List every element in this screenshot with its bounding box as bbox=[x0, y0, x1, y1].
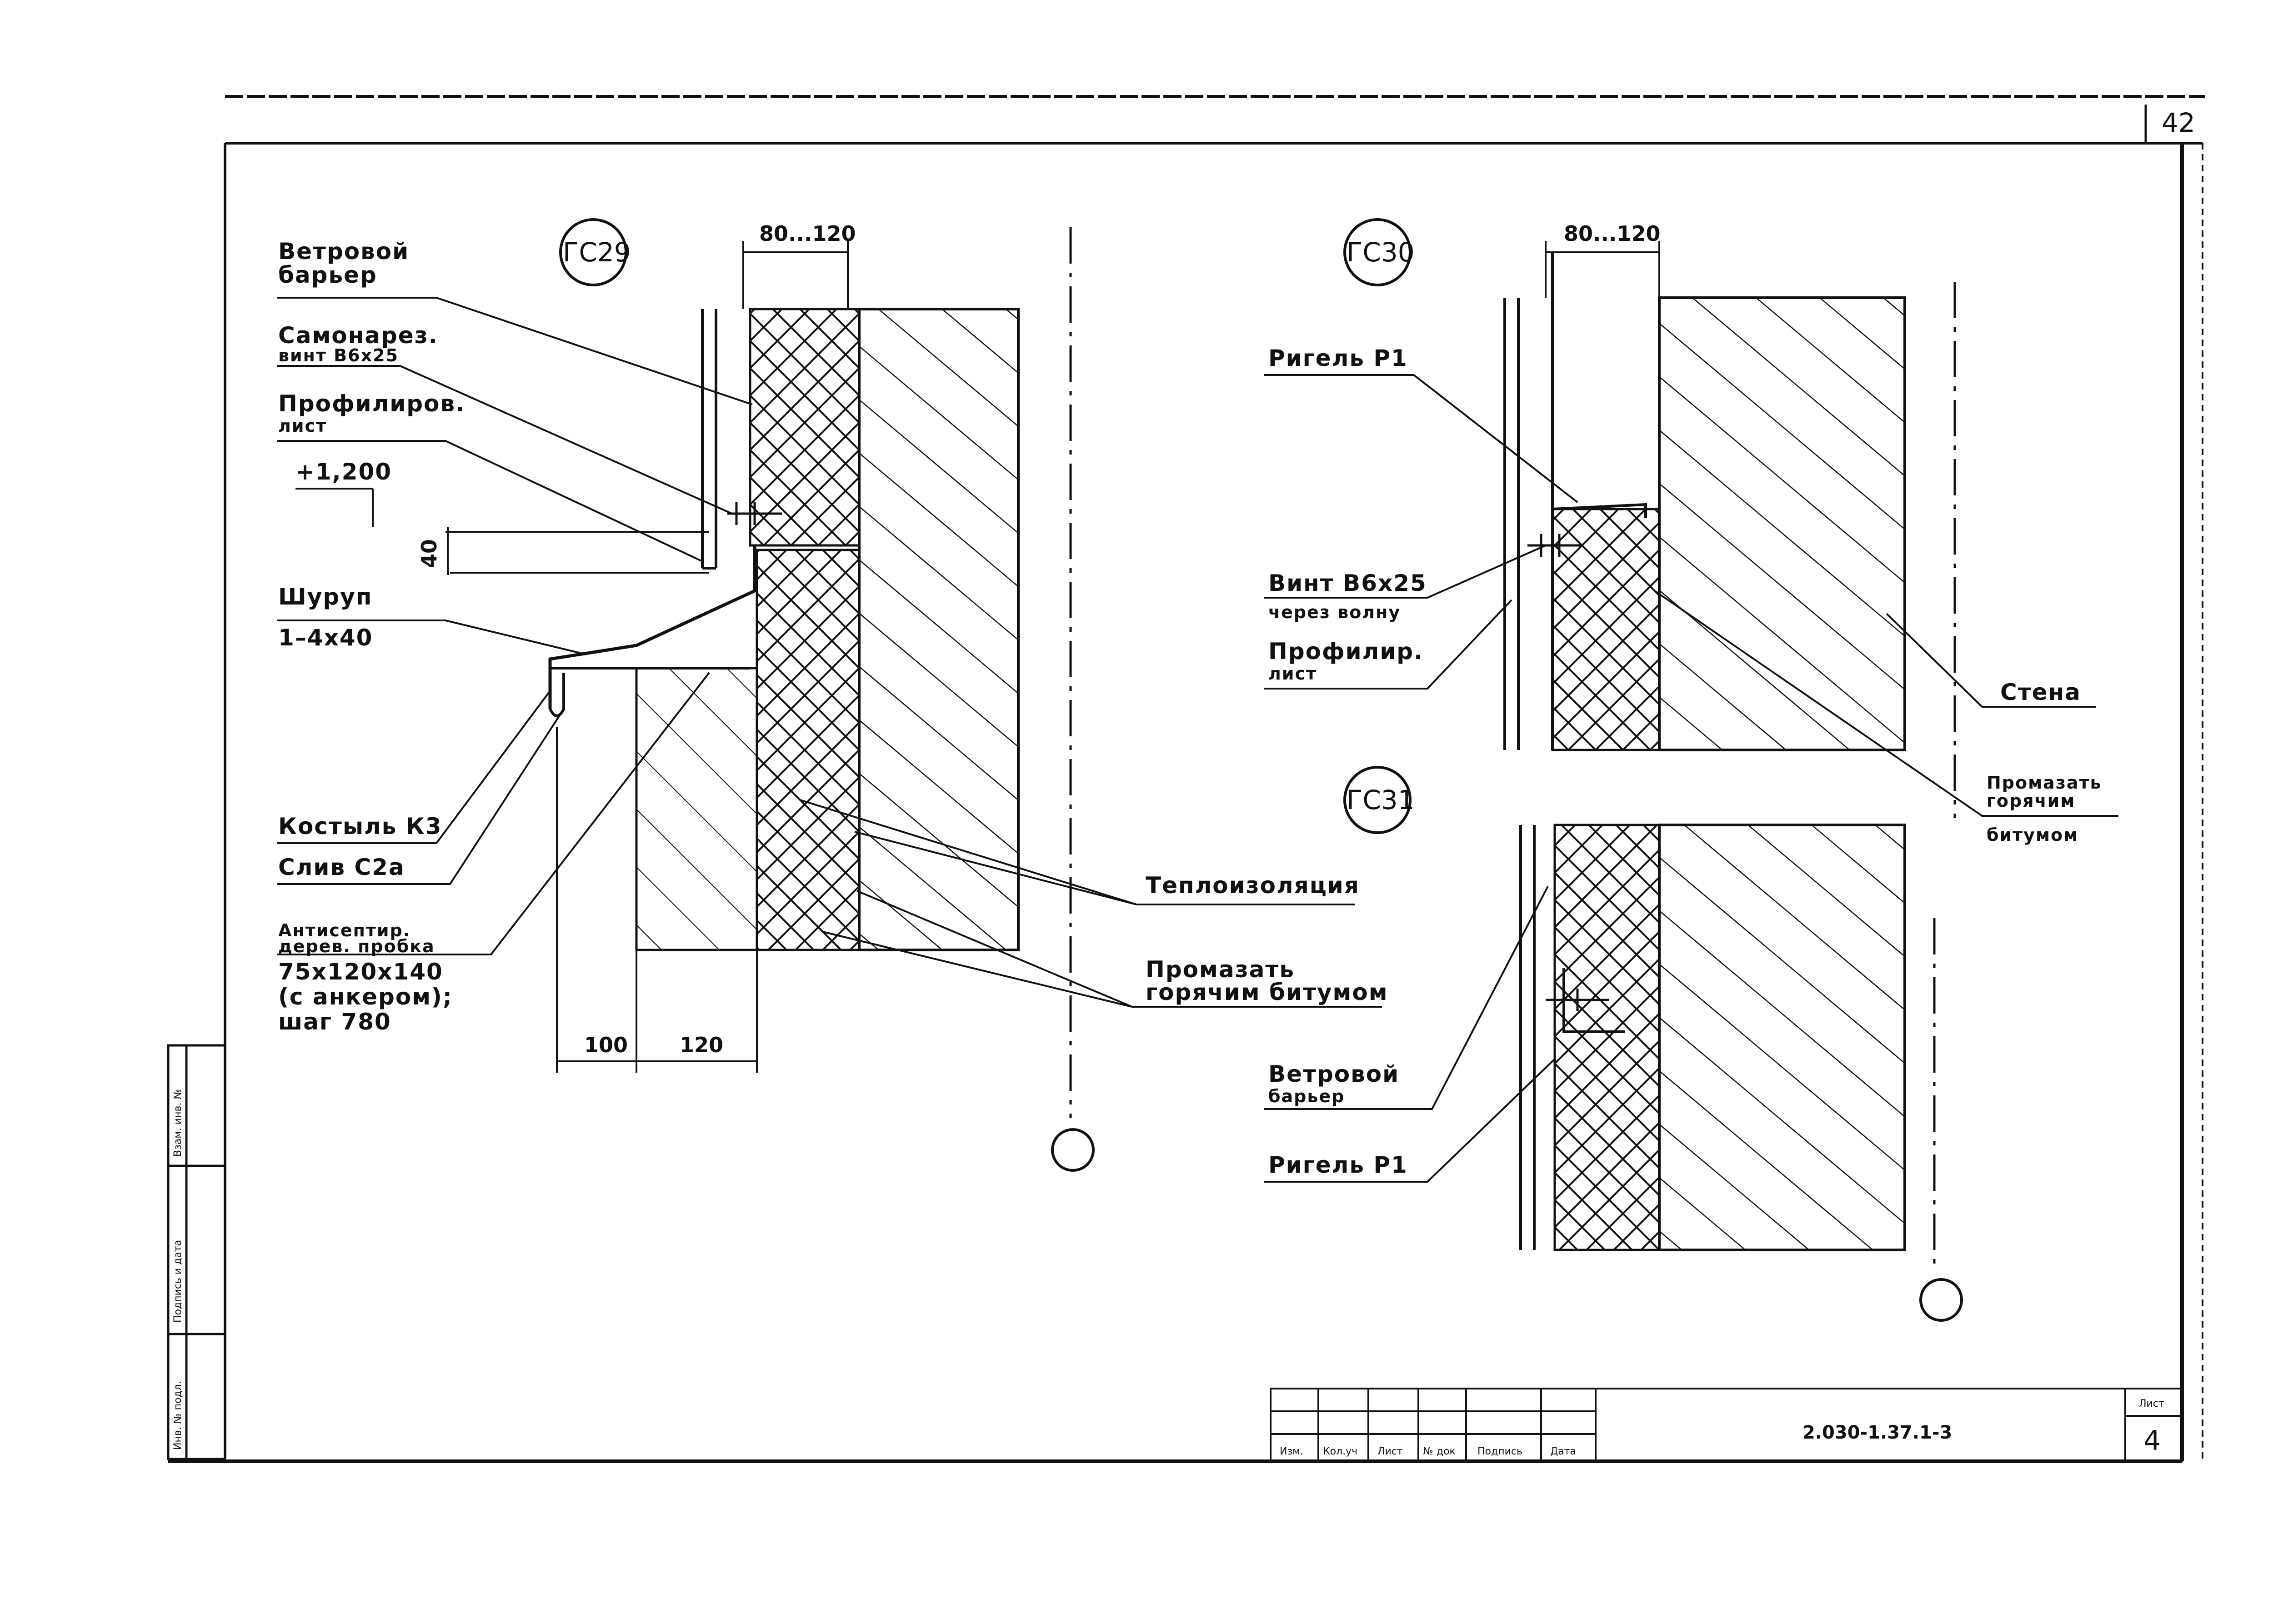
gc30-wall-label: Стена bbox=[2000, 679, 2081, 705]
gc29-profiled-1: Профилиров. bbox=[278, 390, 465, 417]
gc29-plug-1: Антисептир. bbox=[278, 920, 411, 940]
gc29-plug-2: дерев. пробка bbox=[278, 936, 435, 956]
gc29-screw-1: Самонарез. bbox=[278, 322, 438, 349]
gc29-level: +1,200 bbox=[295, 459, 392, 485]
gc29-tag: ГС29 bbox=[563, 237, 631, 268]
gc30-dim-top: 80...120 bbox=[1564, 221, 1660, 246]
gc29-kostyl: Костыль К3 bbox=[278, 813, 442, 839]
gc31-leaders bbox=[1264, 886, 1556, 1183]
gc29-plug-5: шаг 780 bbox=[278, 1009, 391, 1035]
gc30-tag-circle bbox=[1343, 218, 1412, 286]
title-col-2: Кол.уч bbox=[1323, 1446, 1357, 1457]
gc29-bitumen-2: горячим битумом bbox=[1146, 979, 1388, 1005]
gc29-shurup-2: 1–4х40 bbox=[278, 625, 373, 651]
gc30-rigel bbox=[1551, 508, 1661, 751]
gc29-insulation: Теплоизоляция bbox=[1146, 872, 1360, 899]
side-stamp-sign: Подпись и дата bbox=[172, 1240, 184, 1323]
detail-gc31: ГС31 Ветровой барьер Ригель Р1 bbox=[1264, 766, 1963, 1322]
gc29-dim-100: 100 bbox=[584, 1033, 628, 1057]
title-col-4: № док bbox=[1423, 1446, 1456, 1457]
title-col-6: Дата bbox=[1550, 1446, 1576, 1457]
gc29-wind-barrier-1: Ветровой bbox=[278, 238, 409, 265]
gc29-dimensions bbox=[295, 241, 849, 1073]
title-col-3: Лист bbox=[1377, 1446, 1403, 1457]
gc30-bitumen-2: горячим bbox=[1987, 791, 2075, 811]
gc30-screw-2: через волну bbox=[1268, 602, 1401, 622]
gc29-dim-40: 40 bbox=[417, 539, 441, 568]
gc30-wall bbox=[1658, 296, 1906, 751]
gc29-wood-plug bbox=[635, 667, 758, 951]
gc29-tag-circle bbox=[559, 218, 627, 286]
gc29-screw-2: винт В6х25 bbox=[278, 345, 399, 365]
gc30-dimensions bbox=[1545, 241, 1660, 298]
gc31-tag: ГС31 bbox=[1347, 785, 1415, 815]
gc30-rigel: Ригель Р1 bbox=[1268, 345, 1408, 371]
gc31-rigel: Ригель Р1 bbox=[1268, 1152, 1408, 1178]
gc29-profiled-2: лист bbox=[278, 416, 327, 436]
gc29-dim-top: 80...120 bbox=[759, 221, 856, 246]
title-col-1: Изм. bbox=[1280, 1446, 1303, 1457]
gc31-wind-barrier-1: Ветровой bbox=[1268, 1061, 1399, 1087]
gc30-bitumen-3: битумом bbox=[1987, 825, 2078, 845]
gc30-profiled-1: Профилир. bbox=[1268, 638, 1423, 665]
gc31-screw bbox=[1546, 989, 1609, 1011]
side-stamp-replace: Взам. инв. № bbox=[172, 1089, 184, 1157]
gc31-wind-barrier-2: барьер bbox=[1268, 1086, 1345, 1106]
title-col-5: Подпись bbox=[1477, 1446, 1522, 1457]
detail-gc30: ГС30 80...120 Ригель Р1 Ви bbox=[1264, 218, 2118, 845]
gc29-leaders bbox=[277, 297, 1382, 1008]
gc29-bitumen-1: Промазать bbox=[1146, 956, 1295, 983]
gc29-profiled-sheet bbox=[701, 309, 717, 570]
title-block bbox=[1270, 1388, 2183, 1462]
gc30-bitumen-1: Промазать bbox=[1987, 773, 2102, 793]
side-stamp bbox=[167, 1044, 226, 1460]
gc30-leaders bbox=[1264, 374, 2118, 817]
gc29-insulation-upper bbox=[749, 308, 861, 547]
gc29-wind-barrier-2: барьер bbox=[278, 262, 377, 288]
gc29-screw bbox=[727, 502, 782, 525]
gc29-insulation-lower bbox=[756, 549, 861, 951]
gc29-plug-3: 75х120х140 bbox=[278, 959, 443, 985]
gc30-screw-1: Винт В6х25 bbox=[1268, 570, 1427, 596]
side-stamp-inv: Инв. № подл. bbox=[172, 1381, 184, 1450]
gc31-insulation bbox=[1553, 824, 1661, 1251]
gc29-dim-120: 120 bbox=[680, 1033, 723, 1057]
gc31-axis-bubble bbox=[1919, 1278, 1963, 1322]
gc29-drip bbox=[549, 673, 565, 717]
gc30-tag: ГС30 bbox=[1347, 237, 1415, 268]
gc29-flashing bbox=[548, 545, 756, 709]
gc30-profiled-sheet bbox=[1503, 252, 1647, 750]
gc31-tag-circle bbox=[1343, 766, 1412, 834]
gc31-wall bbox=[1658, 824, 1906, 1251]
gc29-shurup-1: Шуруп bbox=[278, 584, 372, 610]
gc30-profiled-2: лист bbox=[1268, 664, 1317, 684]
gc29-sliv: Слив С2а bbox=[278, 854, 405, 880]
sheet-label: Лист bbox=[2139, 1398, 2164, 1409]
detail-gc29: ГС29 bbox=[277, 218, 1388, 1172]
gc29-plug-4: (с анкером); bbox=[278, 984, 453, 1010]
gc30-screw bbox=[1527, 534, 1582, 557]
document-code: 2.030-1.37.1-3 bbox=[1802, 1422, 1952, 1443]
sheet-page-number: 4 bbox=[2143, 1425, 2161, 1457]
gc31-profiled-sheet bbox=[1519, 825, 1625, 1250]
sheet-number: 42 bbox=[2162, 107, 2195, 138]
gc29-axis-bubble bbox=[1051, 1128, 1095, 1172]
